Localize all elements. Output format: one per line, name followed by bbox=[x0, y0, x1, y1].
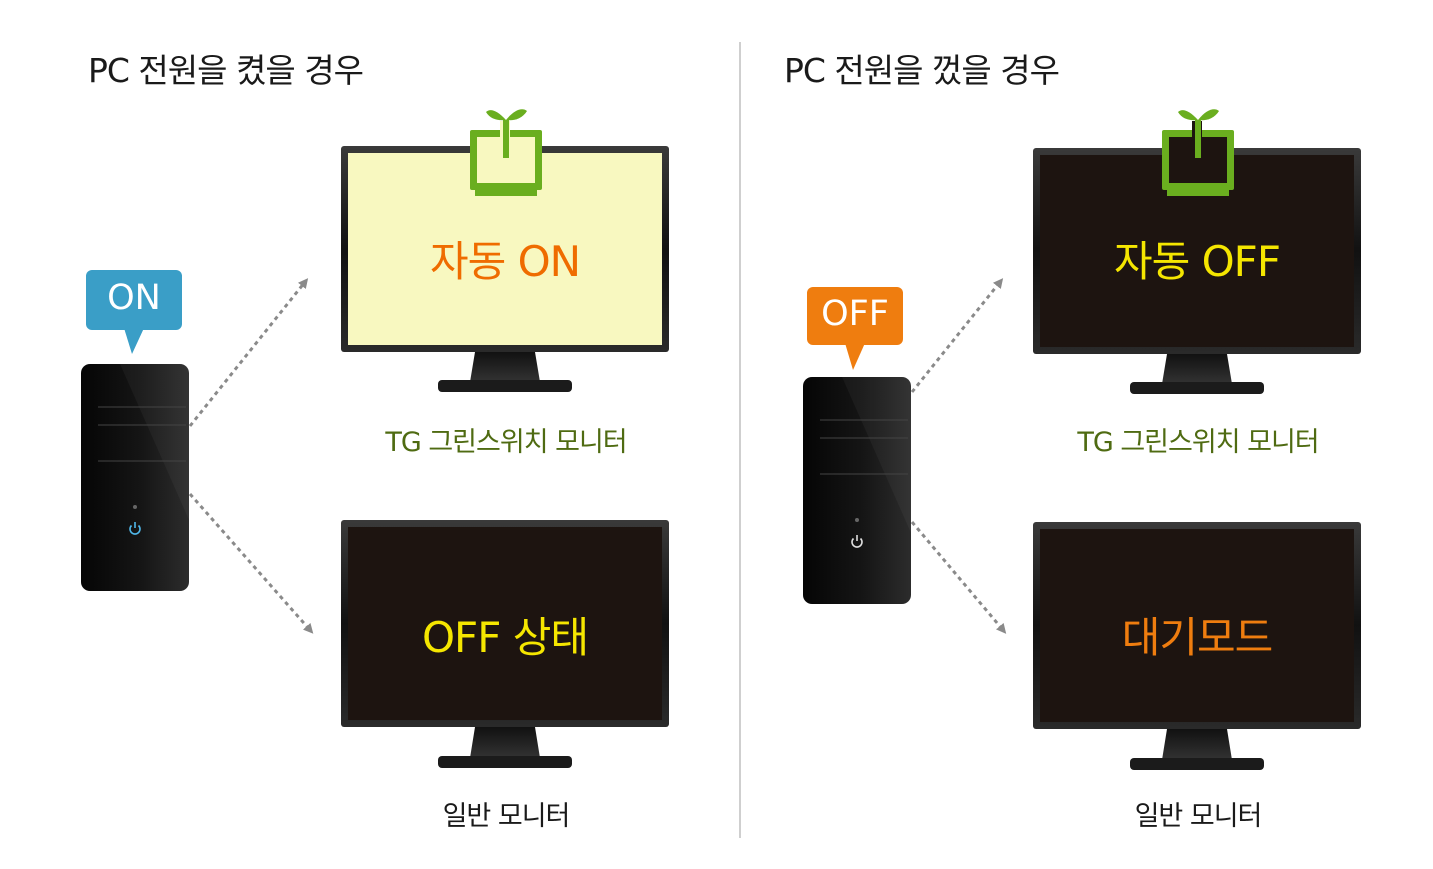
left-bottom-screen-text: OFF 상태 bbox=[421, 613, 589, 662]
left-bottom-monitor bbox=[341, 520, 669, 768]
right-top-monitor bbox=[1033, 148, 1361, 394]
right-bottom-monitor bbox=[1033, 522, 1361, 770]
left-top-monitor bbox=[341, 146, 669, 392]
panel-divider bbox=[739, 42, 741, 838]
left-pc-tower bbox=[81, 364, 189, 591]
left-top-screen-text: 자동 ON bbox=[429, 237, 581, 286]
right-top-caption: TG 그린스위치 모니터 bbox=[1077, 427, 1319, 458]
left-panel-title: PC 전원을 켰을 경우 bbox=[88, 51, 364, 90]
right-bottom-screen-text: 대기모드 bbox=[1121, 613, 1274, 662]
right-arrow-to-normal-monitor bbox=[910, 521, 1007, 634]
right-pc-tower bbox=[803, 377, 911, 604]
green-switch-logo-icon bbox=[1162, 109, 1234, 196]
left-arrow-to-normal-monitor bbox=[188, 493, 314, 634]
left-bottom-caption: 일반 모니터 bbox=[442, 801, 571, 832]
off-badge bbox=[807, 287, 903, 370]
right-bottom-caption: 일반 모니터 bbox=[1134, 801, 1263, 832]
on-badge bbox=[86, 270, 182, 354]
right-top-screen-text: 자동 OFF bbox=[1113, 237, 1281, 286]
off-badge-label: OFF bbox=[821, 294, 889, 334]
right-panel-title: PC 전원을 껐을 경우 bbox=[784, 51, 1060, 90]
left-arrow-to-green-monitor bbox=[188, 278, 309, 427]
left-top-caption: TG 그린스위치 모니터 bbox=[385, 427, 627, 458]
on-badge-label: ON bbox=[107, 278, 161, 318]
power-icon bbox=[129, 522, 141, 535]
power-icon bbox=[851, 535, 863, 548]
green-switch-logo-icon bbox=[470, 109, 542, 196]
right-arrow-to-green-monitor bbox=[910, 278, 1004, 393]
